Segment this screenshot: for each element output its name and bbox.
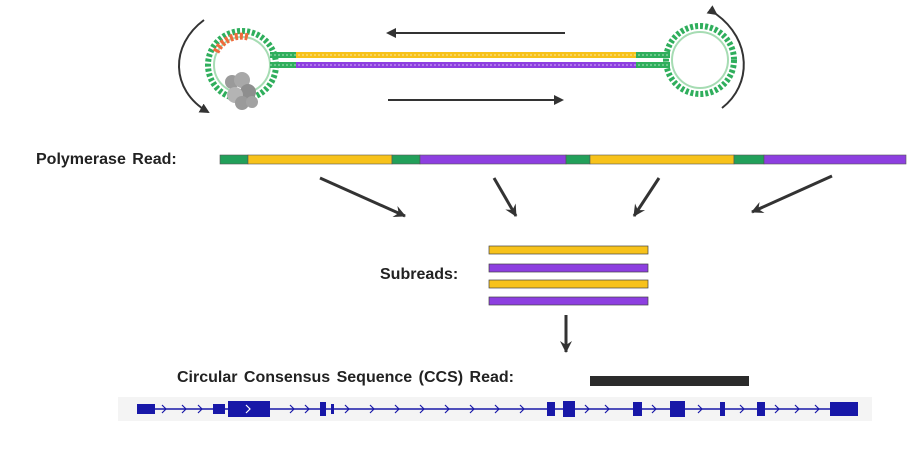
polymerase-read-label: Polymerase Read: <box>36 151 177 168</box>
subread-bar <box>488 279 649 289</box>
subreads-label: Subreads: <box>380 266 459 283</box>
ccs-read-bar <box>590 376 749 386</box>
polymerase-read-insert-segment <box>419 154 567 165</box>
polymerase-read-insert-segment <box>589 154 735 165</box>
polymerase-read-adapter-segment <box>219 154 249 165</box>
polymerase-read-adapter-segment <box>733 154 765 165</box>
gene-model-track-icon <box>118 397 872 421</box>
subread-bar <box>488 296 649 306</box>
converge-arrow-2 <box>492 177 518 217</box>
polymerase-read-bar <box>219 154 907 165</box>
polymerase-read-adapter-segment <box>565 154 591 165</box>
polymerase-read-insert-segment <box>247 154 393 165</box>
ccs-read-label: Circular Consensus Sequence (CCS) Read: <box>177 369 514 386</box>
rotation-arrow-right <box>706 5 745 109</box>
polymerase-read-insert-segment <box>763 154 907 165</box>
converge-arrow-4 <box>751 174 833 214</box>
subread-bar <box>488 263 649 273</box>
rotation-arrow-left <box>178 19 210 114</box>
subreads-stack <box>488 245 649 306</box>
polymerase-icon <box>225 72 258 110</box>
converge-arrow-3 <box>632 177 661 217</box>
subread-bar <box>488 245 649 255</box>
smrtbell-template-icon <box>205 23 737 102</box>
polymerase-read-adapter-segment <box>391 154 421 165</box>
converge-arrow-1 <box>319 176 406 218</box>
